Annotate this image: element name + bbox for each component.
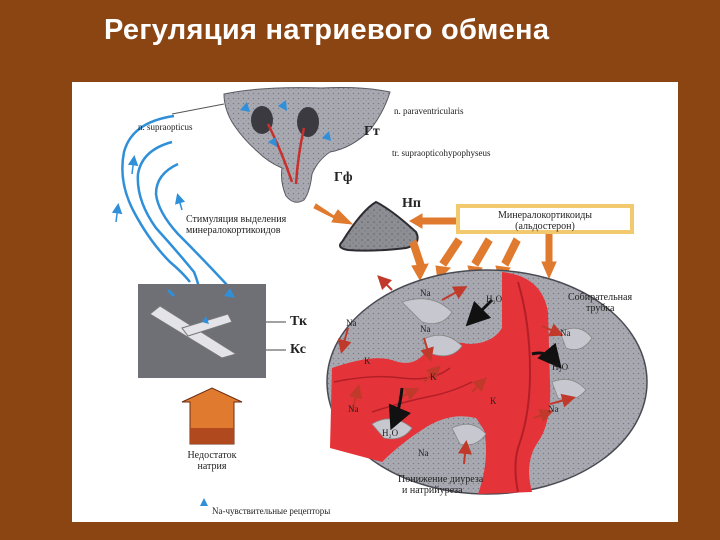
mineralocorticoids-box: Минералокортикоиды (альдостерон) xyxy=(456,204,634,234)
slide-title: Регуляция натриевого обмена xyxy=(104,14,550,46)
deficit-arrow xyxy=(181,387,243,445)
ion-na-4: Na xyxy=(560,328,571,338)
label-gf: Гф xyxy=(334,170,353,185)
mineral-line-1: Минералокортикоиды xyxy=(498,210,592,221)
ion-na-7: Na xyxy=(418,448,429,458)
label-ks: Кс xyxy=(290,342,307,357)
tissue-block xyxy=(138,284,286,378)
label-paraventricularis: n. paraventricularis xyxy=(394,106,464,116)
hypothalamus-shape xyxy=(223,87,391,203)
ion-k-2: K xyxy=(430,372,437,382)
diagram-panel: n. supraopticus n. paraventricularis Гт … xyxy=(72,82,678,522)
label-deficit-2: натрия xyxy=(197,461,227,472)
ion-k-1: K xyxy=(364,356,371,366)
label-np: Нп xyxy=(402,196,421,211)
label-supraopticohypophyseus: tr. supraopticohypophyseus xyxy=(392,148,491,158)
ion-na-5: Na xyxy=(348,404,359,414)
label-reduction-2: и натрийуреза xyxy=(402,485,463,496)
label-gt: Гт xyxy=(364,124,380,139)
ion-na-2: Na xyxy=(346,318,357,328)
receptor-legend-icon xyxy=(200,498,208,506)
label-receptors: Na-чувствительные рецепторы xyxy=(212,506,331,516)
label-tk: Тк xyxy=(290,314,308,329)
nerve-paths xyxy=(111,103,238,305)
ion-na-3: Na xyxy=(420,324,431,334)
label-reduction-1: Понижение диуреза xyxy=(398,474,484,485)
ion-k-3: K xyxy=(490,396,497,406)
label-supraopticus: n. supraopticus xyxy=(138,122,193,132)
mineral-line-2: (альдостерон) xyxy=(515,221,575,232)
diagram-graphic xyxy=(111,87,648,506)
ion-h2o-1: H₂O xyxy=(486,294,503,304)
label-deficit-1: Недостаток xyxy=(187,450,237,461)
label-stimulation: Стимуляция выделения xyxy=(186,214,287,225)
tubule-circle xyxy=(326,269,648,495)
ion-h2o-2: H₂O xyxy=(552,362,569,372)
ion-na-1: Na xyxy=(420,288,431,298)
label-collecting-1: Собирательная xyxy=(568,292,633,303)
ion-na-6: Na xyxy=(548,404,559,414)
ion-h2o-3: H₂O xyxy=(382,428,399,438)
label-stimulation-2: минералокортикоидов xyxy=(186,225,281,236)
label-collecting-2: трубка xyxy=(586,303,615,314)
